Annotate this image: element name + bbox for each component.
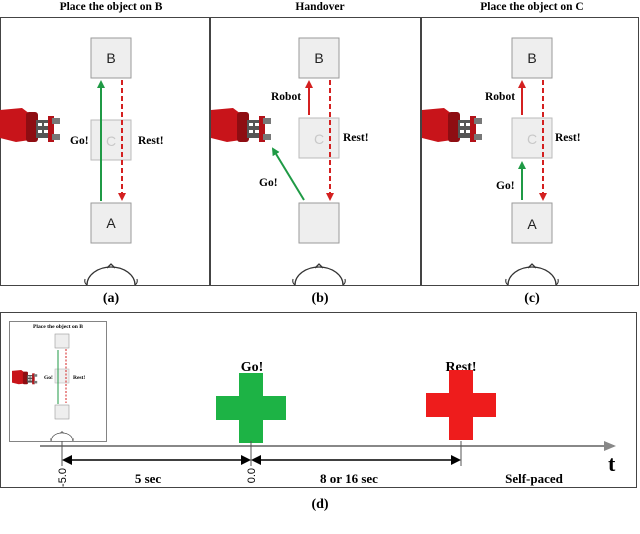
box-a xyxy=(90,202,132,244)
rest-label: Rest! xyxy=(138,135,164,147)
box-b xyxy=(511,37,553,79)
robot-label: Robot xyxy=(271,91,301,103)
thumb-box-a xyxy=(54,404,70,420)
rest-label: Rest! xyxy=(555,132,581,144)
box-c xyxy=(90,119,132,161)
time-axis-label: t xyxy=(608,451,616,476)
interval-8-16sec-label: 8 or 16 sec xyxy=(320,471,378,486)
caption-d: (d) xyxy=(311,497,328,512)
panel-b: B C Robot Rest! Go! xyxy=(211,37,369,286)
interval-5sec-label: 5 sec xyxy=(135,471,162,486)
thumbnail-rest: Rest! xyxy=(73,375,85,381)
panel-a: B C A Go! Rest! xyxy=(0,37,164,286)
go-cue-label: Go! xyxy=(241,360,264,375)
box-b xyxy=(298,37,340,79)
rest-label: Rest! xyxy=(343,132,369,144)
box-a-label: A xyxy=(106,215,116,231)
box-a-empty xyxy=(298,202,340,244)
box-a xyxy=(511,202,553,244)
panel-a-title: Place the object on B xyxy=(60,1,163,13)
panel-b-title: Handover xyxy=(295,1,344,13)
thumbnail-title: Place the object on B xyxy=(33,324,83,330)
caption-a: (a) xyxy=(103,291,120,306)
go-label: Go! xyxy=(70,135,89,147)
tick-zero-label: 0.0 xyxy=(246,468,258,483)
box-c-label: C xyxy=(314,131,324,147)
panel-c-title: Place the object on C xyxy=(480,1,583,13)
box-c xyxy=(511,117,553,159)
caption-b: (b) xyxy=(311,291,328,306)
self-paced-label: Self-paced xyxy=(505,471,564,486)
thumb-box-c xyxy=(54,368,70,384)
tick-start-label: -5.0 xyxy=(57,468,69,487)
box-b xyxy=(90,37,132,79)
box-c-label: C xyxy=(527,131,537,147)
go-arrow xyxy=(271,147,305,201)
panel-c: B C A Robot Rest! Go! xyxy=(422,37,581,286)
go-label: Go! xyxy=(496,180,515,192)
thumbnail-go: Go! xyxy=(44,375,53,381)
thumb-box-b xyxy=(54,333,70,349)
caption-c: (c) xyxy=(524,291,540,306)
box-a-label: A xyxy=(527,216,537,232)
robot-label: Robot xyxy=(485,91,515,103)
box-b-label: B xyxy=(527,50,536,66)
go-label: Go! xyxy=(259,177,278,189)
box-c xyxy=(298,117,340,159)
box-b-label: B xyxy=(106,50,115,66)
box-c-label: C xyxy=(106,133,116,149)
thumbnail-panel: Place the object on B Go! Rest! xyxy=(9,321,107,442)
box-b-label: B xyxy=(314,50,323,66)
